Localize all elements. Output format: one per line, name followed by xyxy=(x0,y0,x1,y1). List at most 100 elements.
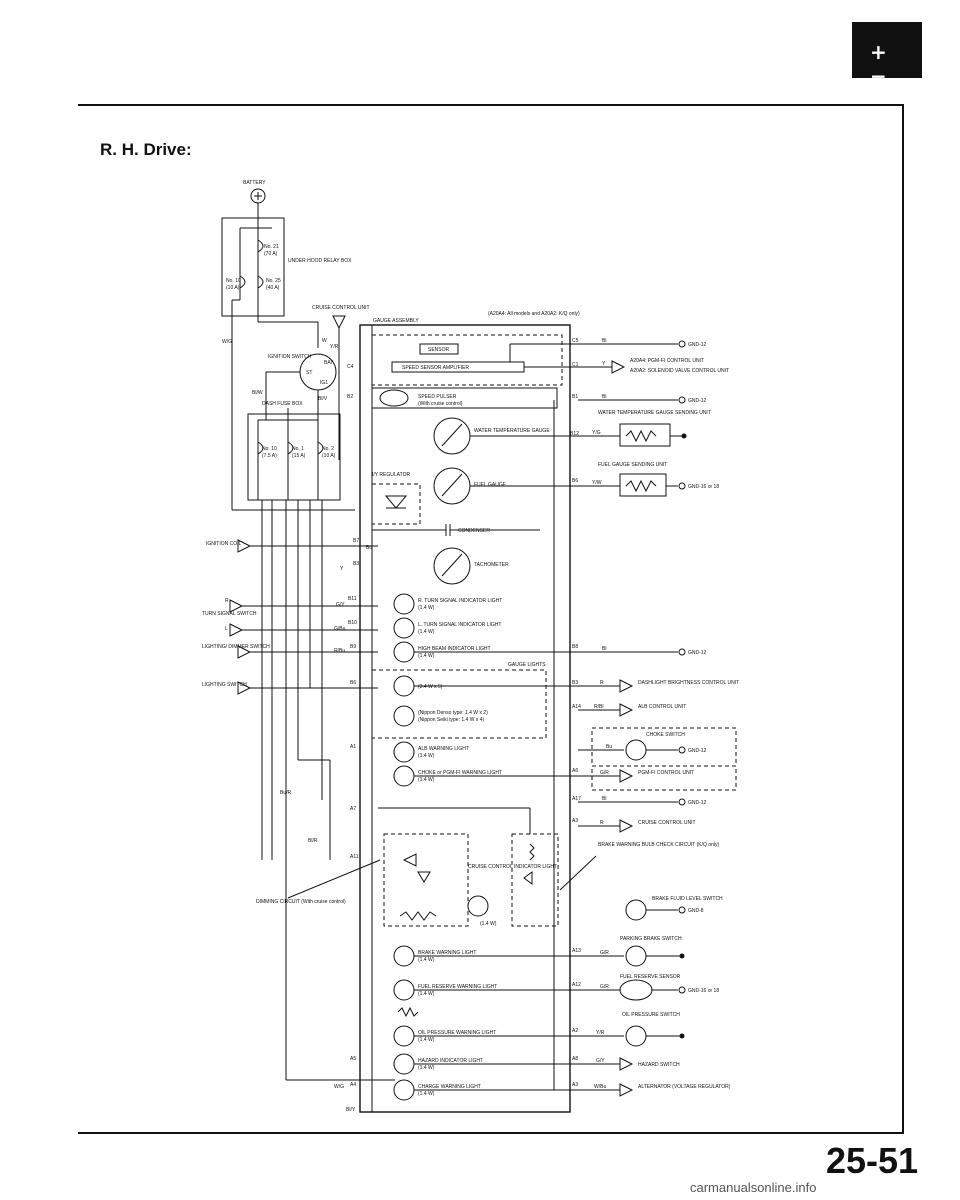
pin-a5: A5 xyxy=(350,1056,356,1062)
alternator-connector-icon xyxy=(619,1083,634,1097)
under-hood-box-label: UNDER HOOD RELAY BOX xyxy=(288,258,352,264)
pin-b2: B2 xyxy=(347,394,353,400)
choke-warning-icon xyxy=(393,765,415,787)
oil-pressure-switch-icon xyxy=(625,1025,647,1047)
gnd-16-18-label-2: GND-16 or 18 xyxy=(688,988,719,994)
voltage-regulator-box xyxy=(371,483,421,525)
right-outputs: Bl GND-12 Y A20A4: PGM-FI CONTROL UNIT A… xyxy=(559,338,739,1097)
fuse-10-icon xyxy=(239,275,246,289)
battery-terminals: + − xyxy=(870,40,897,88)
gnd-8-label: GND-8 xyxy=(688,908,704,914)
gnd-12-label-3: GND-12 xyxy=(688,650,707,656)
speed-sensor-amp-label: SPEED SENSOR AMPLIFIER xyxy=(402,365,469,371)
wire-y-1: Y xyxy=(602,361,606,367)
gauge-light-note2: (Nippon Seiki type: 1.4 W x 4) xyxy=(418,717,484,723)
pin-b1: B1 xyxy=(572,394,578,400)
gauge-light-rating: (3.4 W x 5) xyxy=(418,684,443,690)
wire-yr-2: Y/R xyxy=(596,1030,605,1036)
fuel-reserve-sensor-icon xyxy=(619,979,653,1001)
cruise-unit-label: CRUISE CONTROL UNIT xyxy=(638,820,696,826)
under-hood-relay-box xyxy=(221,217,285,317)
right-rule xyxy=(902,104,904,1134)
wire-gr-2: G/R xyxy=(600,950,609,956)
fuel-reserve-sensor-label: FUEL RESERVE SENSOR xyxy=(620,974,681,980)
dash-fuse-10-rating: (7.5 A) xyxy=(262,453,277,459)
brake-bulb-check-label: BRAKE WARNING BULB CHECK CIRCUIT (K/Q on… xyxy=(598,842,719,848)
gauge-light-2-icon xyxy=(393,705,415,727)
diode-3-icon xyxy=(523,871,533,885)
pin-b10: B10 xyxy=(348,620,357,626)
cruise-light-rating: (1.4 W) xyxy=(480,921,497,927)
fuse-10-rating: (10 A) xyxy=(226,285,240,291)
pin-a6: A6 xyxy=(572,768,578,774)
wire-bly-label: Bl/Y xyxy=(346,1107,356,1113)
dashlight-unit-label: DASHLIGHT BRIGHTNESS CONTROL UNIT xyxy=(638,680,739,686)
lighting-dimmer-label: LIGHTING/ DIMMER SWITCH xyxy=(202,644,270,650)
diode-2-icon xyxy=(417,871,431,883)
fuse-25-icon xyxy=(257,275,264,289)
dash-fuse-box-label: DASH FUSE BOX xyxy=(262,401,303,407)
high-beam-light-rating: (1.4 W) xyxy=(418,653,435,659)
cruise-light-label: CRUISE CONTROL INDICATOR LIGHT xyxy=(468,864,557,870)
brake-fluid-switch-label: BRAKE FLUID LEVEL SWITCH xyxy=(652,896,723,902)
pin-c1: C1 xyxy=(572,362,579,368)
ignition-st-label: ST xyxy=(306,370,312,376)
pin-b3-right: B3 xyxy=(572,680,578,686)
fuse-21-label: No. 21 xyxy=(264,244,279,250)
fuel-reserve-resistor-icon xyxy=(397,1006,419,1018)
wire-blw-label: Bl/W xyxy=(252,390,263,396)
ignition-coil-label: IGNITION COIL xyxy=(206,541,242,547)
wire-gbu-left: G/Bu xyxy=(334,626,346,632)
alb-light-rating: (1.4 W) xyxy=(418,753,435,759)
charge-light-label: CHARGE WARNING LIGHT xyxy=(418,1084,481,1090)
hazard-indicator-icon xyxy=(393,1053,415,1075)
pin-a14: A14 xyxy=(572,704,581,710)
fuel-reserve-light-label: FUEL RESERVE WARNING LIGHT xyxy=(418,984,497,990)
gnd-12-label-2: GND-12 xyxy=(688,398,707,404)
top-rule xyxy=(78,104,904,106)
cruise-left-dashed-box xyxy=(383,833,469,927)
choke-light-rating: (1.4 W) xyxy=(418,777,435,783)
brake-fluid-switch-icon xyxy=(625,899,647,921)
fuse-25-label: No. 25 xyxy=(266,278,281,284)
wire-wbu: W/Bu xyxy=(594,1084,606,1090)
parking-brake-switch-icon xyxy=(625,945,647,967)
pin-a13: A13 xyxy=(572,948,581,954)
brake-warning-icon xyxy=(393,945,415,967)
hazard-light-rating: (1.4 W) xyxy=(418,1065,435,1071)
lighting-switch-connector-icon xyxy=(237,681,252,695)
water-temp-gauge-label: WATER TEMPERATURE GAUGE xyxy=(474,428,550,434)
water-temp-sender-resistor-icon xyxy=(625,429,657,443)
turn-l-label: L xyxy=(225,626,228,632)
ignition-switch-label: IGNITION SWITCH xyxy=(268,354,312,360)
wire-yg: Y/G xyxy=(592,430,601,436)
gnd-16-18-label-1: GND-16 or 18 xyxy=(688,484,719,490)
condenser-label: CONDENSER xyxy=(458,528,490,534)
cruise-indicator-icon xyxy=(467,895,489,917)
wire-r: R xyxy=(600,680,604,686)
pgm-connector-icon xyxy=(611,360,626,374)
sensor-box xyxy=(419,343,459,355)
dash-fuse-box xyxy=(247,413,341,501)
cruise-unit-connector-icon xyxy=(619,819,634,833)
gauge-lights-label: GAUGE LIGHTS xyxy=(508,662,546,668)
dash-fuse-2-rating: (10 A) xyxy=(322,453,336,459)
fuel-gauge-icon xyxy=(433,467,471,505)
gnd-12-label-4: GND-12 xyxy=(688,748,707,754)
water-temp-sender-label: WATER TEMPERATURE GAUGE SENDING UNIT xyxy=(598,410,711,416)
wire-r-2: R xyxy=(600,820,604,826)
cruise-unit-top-label: CRUISE CONTROL UNIT xyxy=(312,305,370,311)
hazard-switch-label: HAZARD SWITCH xyxy=(638,1062,680,1068)
pin-a7: A7 xyxy=(350,806,356,812)
dimming-circuit-label: DIMMING CIRCUIT (With cruise control) xyxy=(256,899,346,905)
dash-fuse-1-label: No. 1 xyxy=(292,446,304,452)
pgm-unit-box xyxy=(591,765,737,791)
gnd-12-label-1: GND-12 xyxy=(688,342,707,348)
cruise-right-dashed-box xyxy=(511,833,559,927)
pgm-control-label: A20A4: PGM-FI CONTROL UNIT xyxy=(630,358,704,364)
gauge-light-note1: (Nippon Denso type: 1.4 W x 2) xyxy=(418,710,488,716)
watermark: carmanualsonline.info xyxy=(690,1180,817,1195)
alb-unit-label: ALB CONTROL UNIT xyxy=(638,704,686,710)
wire-bl-1: Bl xyxy=(602,338,606,344)
